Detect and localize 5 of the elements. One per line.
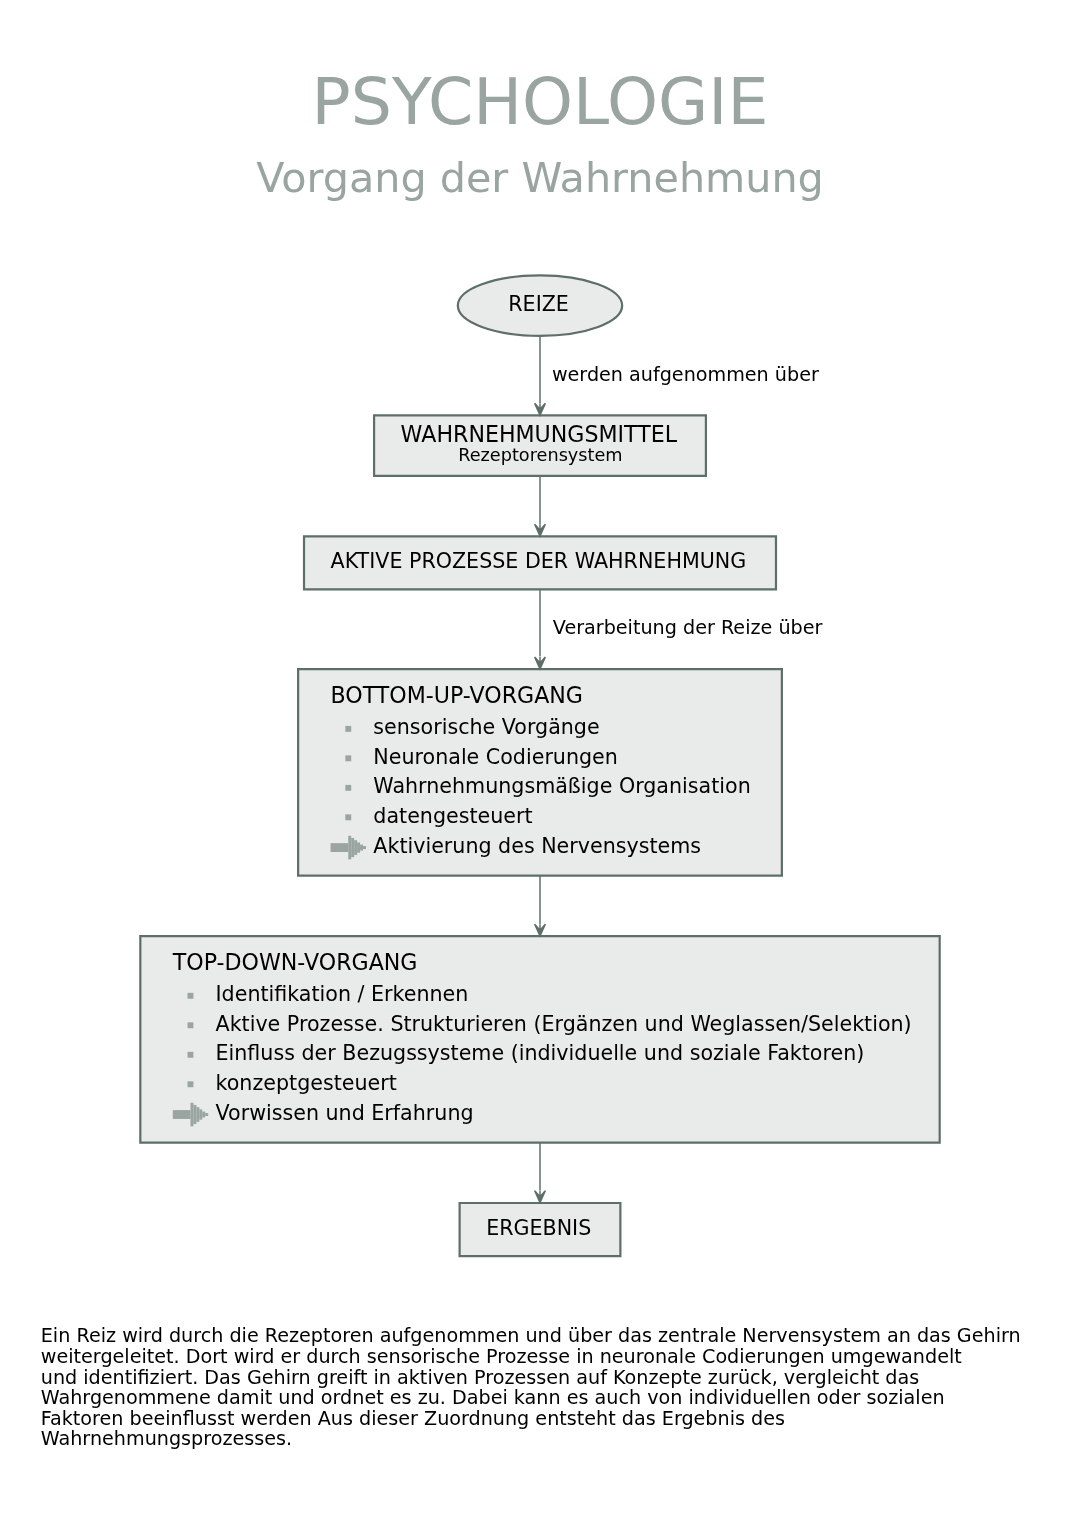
caption: Ein Reiz wird durch die Rezeptoren aufgenommen und über das zentrale Nervensystem an das Gehirn weitergeleitet. Dort wird er durch sensorische Prozesse in neuronale Codierungen umgewandelt und identifiziert. Das Gehirn greift in aktiven Prozessen auf Konzepte zurück, vergleicht das Wahrgenommene damit und ordnet es zu. Dabei kann es auch von individuellen oder sozialen Faktoren beeinflusst werden Aus dieser Zuordnung entsteht das Ergebnis des Wahrnehmungsprozesses. (40, 1324, 1021, 1451)
diagram-title: PSYCHOLOGIE (311, 63, 769, 139)
label: Vorgang der Wahrnehmung (256, 153, 824, 202)
edge-label: werden aufgenommen über (551, 362, 819, 386)
edge-label: Verarbeitung der Reize über (552, 616, 823, 640)
